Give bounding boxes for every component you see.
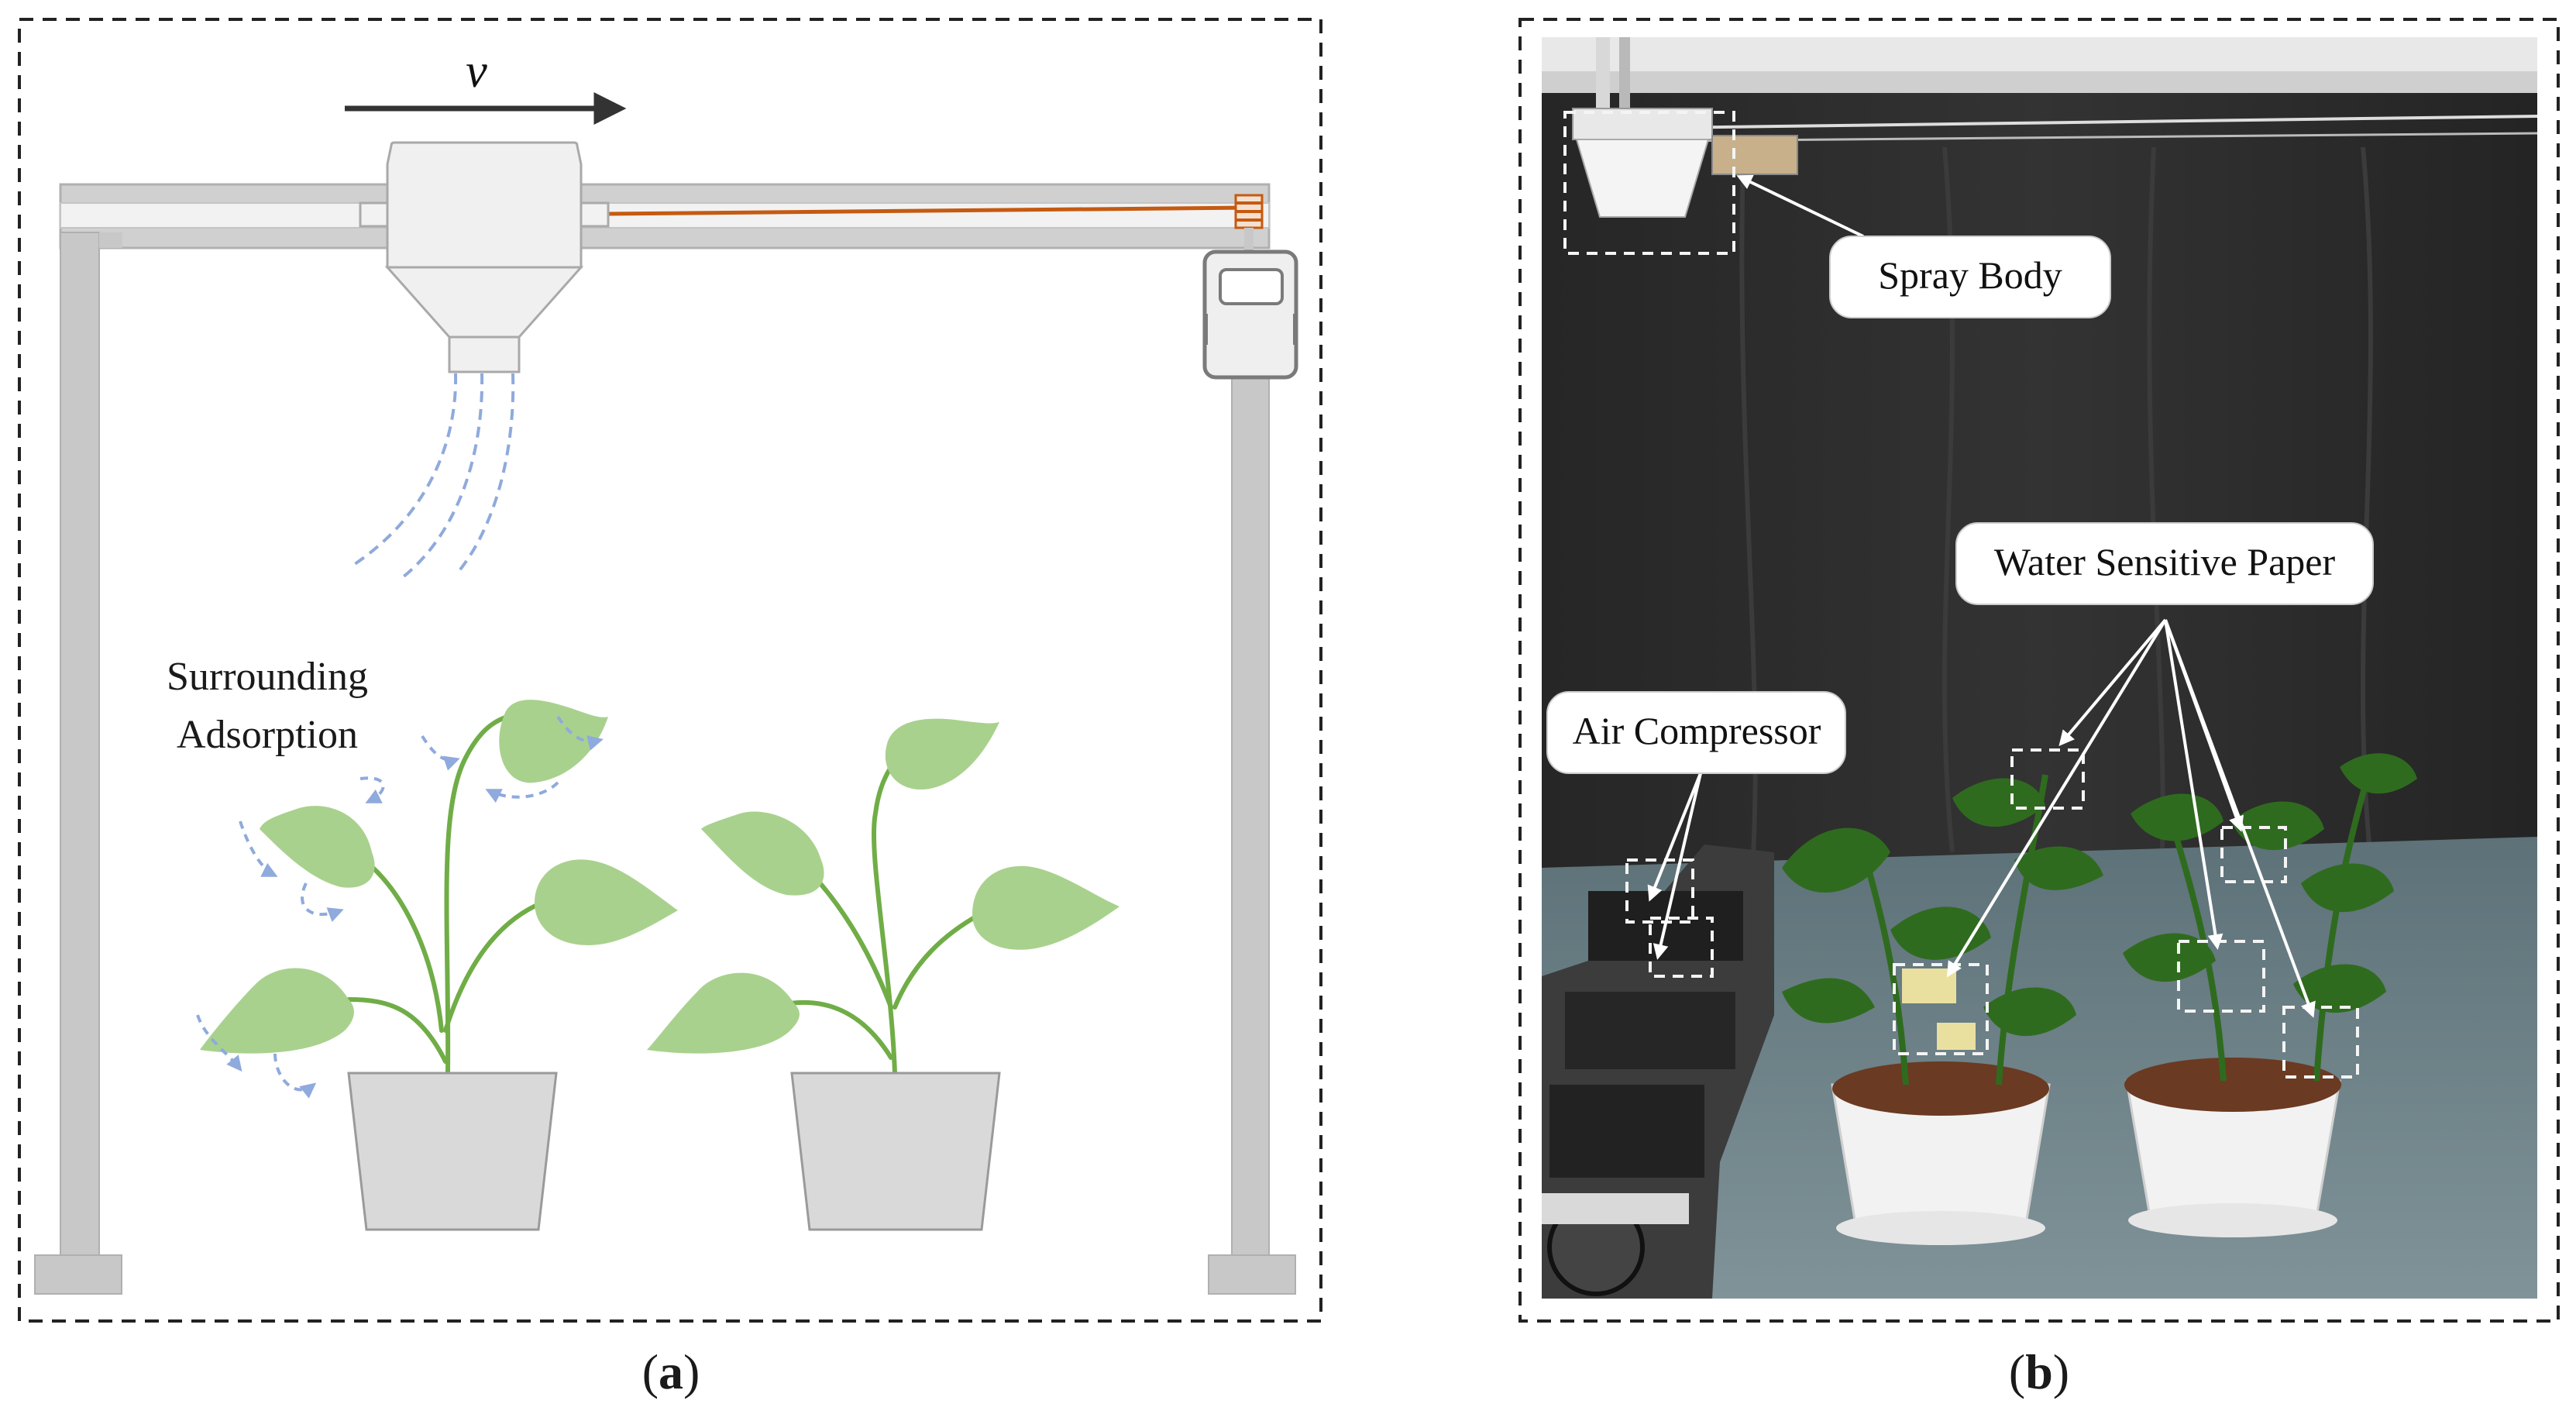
- spray-streams: [351, 373, 515, 579]
- gantry-frame: [34, 183, 1296, 1295]
- callout-water-sensitive-paper: Water Sensitive Paper: [1955, 522, 2374, 605]
- panel-a-caption: (a): [642, 1344, 700, 1399]
- leaf: [535, 859, 678, 945]
- spray-body-label: Spray Body: [1878, 253, 2062, 297]
- drive-wire: [607, 205, 1248, 216]
- photo: [1542, 37, 2538, 1299]
- adsorption-flow-arrows: [196, 715, 604, 1099]
- callout-arrows: [1647, 174, 2316, 1018]
- leaf: [200, 968, 354, 1054]
- panel-a: v: [18, 18, 1322, 1399]
- leaf: [260, 806, 375, 888]
- plant-left: [200, 700, 678, 1231]
- plant-right: [647, 718, 1119, 1231]
- panel-b: Spray Body Water Sensitive Paper Air Com…: [1518, 18, 2560, 1399]
- adsorption-label: Adsorption: [177, 713, 358, 757]
- leaf: [499, 700, 608, 783]
- panel-b-border: [1518, 18, 2560, 1323]
- compressor-highlights: [1625, 858, 1714, 978]
- spray-body-device: [1563, 108, 1798, 255]
- wsp-box: [2220, 826, 2287, 883]
- air-compressor: [1542, 845, 1774, 1299]
- spray-body-highlight: [1563, 111, 1735, 255]
- plant-stems: [346, 714, 545, 1075]
- spray-head: [359, 141, 610, 373]
- callout-air-compressor: Air Compressor: [1546, 691, 1846, 774]
- photo-plant-left: [1782, 774, 2103, 1245]
- wsp-box: [2010, 748, 2085, 810]
- water-sensitive-paper-label: Water Sensitive Paper: [1994, 540, 2336, 583]
- plant-pot: [347, 1072, 558, 1231]
- surrounding-label: Surrounding: [167, 655, 368, 699]
- velocity-label: v: [466, 45, 487, 98]
- photo-plant-right: [2123, 753, 2417, 1237]
- callout-spray-body: Spray Body: [1829, 236, 2111, 318]
- wsp-box: [1893, 963, 1989, 1055]
- panel-b-caption: (b): [2009, 1344, 2069, 1399]
- controller-box: [1202, 249, 1298, 380]
- panel-a-border: [18, 18, 1322, 1323]
- air-compressor-label: Air Compressor: [1573, 709, 1821, 752]
- pulley-icon: [1234, 194, 1264, 253]
- wsp-box: [2282, 1006, 2359, 1079]
